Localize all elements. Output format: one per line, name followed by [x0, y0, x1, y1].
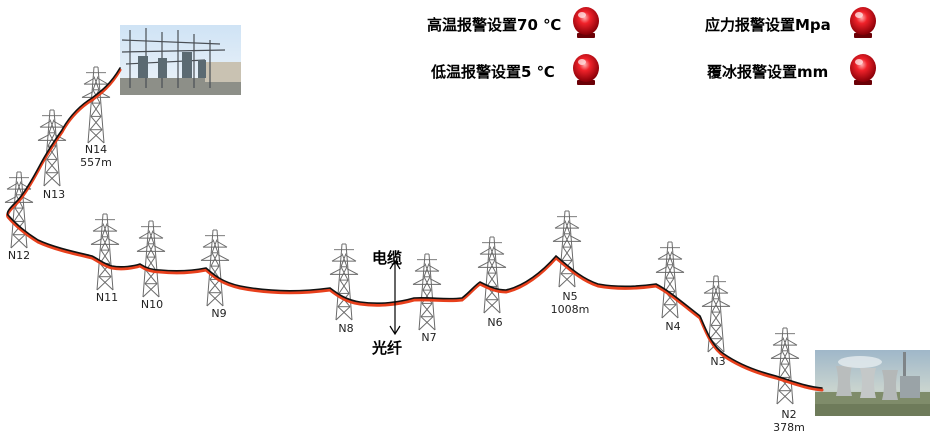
tower-name: N6: [487, 316, 503, 329]
tower-label: N6: [465, 316, 525, 329]
tower-name: N14: [84, 143, 108, 156]
tower-icon: [412, 253, 442, 331]
tower-label: N4: [643, 320, 703, 333]
high-temp-alarm-label: 高温报警设置70 ℃: [427, 16, 562, 34]
tower-icon: [477, 236, 507, 314]
tower-name: N13: [42, 188, 66, 201]
tower-label: N10: [122, 298, 182, 311]
tower-distance: 1008m: [550, 303, 590, 316]
tower-distance: 378m: [773, 421, 805, 434]
tower-icon: [90, 213, 120, 291]
tower-icon: [136, 220, 166, 298]
tower-label: N11: [77, 291, 137, 304]
tower-icon: [655, 241, 685, 319]
tower-name: N10: [140, 298, 164, 311]
tower-label: N13: [24, 188, 84, 201]
tower-name: N8: [338, 322, 354, 335]
tower-name: N3: [710, 355, 726, 368]
substation-photo: [120, 25, 241, 95]
tower-label: N9: [189, 307, 249, 320]
tower-label: N7: [399, 331, 459, 344]
tower-icon: [701, 275, 731, 353]
alarm-lamp-icon[interactable]: [845, 51, 881, 87]
tower-name: N7: [421, 331, 437, 344]
tower-name: N5: [562, 290, 578, 303]
tower-label: N12: [0, 249, 49, 262]
stress-alarm-label: 应力报警设置Mpa: [705, 16, 831, 34]
tower-name: N9: [211, 307, 227, 320]
alarm-lamp-icon[interactable]: [568, 51, 604, 87]
tower-name: N4: [665, 320, 681, 333]
alarm-lamp-icon[interactable]: [845, 4, 881, 40]
tower-icon: [770, 327, 800, 405]
tower-label: N3: [688, 355, 748, 368]
cable-fiber-arrow: [389, 259, 401, 336]
power-plant-photo: [815, 350, 930, 416]
icing-alarm-label: 覆冰报警设置mm: [707, 63, 829, 81]
cable-line: [6, 67, 823, 389]
tower-name: N12: [7, 249, 31, 262]
tower-label: N8: [316, 322, 376, 335]
low-temp-alarm-label: 低温报警设置5 ℃: [431, 63, 555, 81]
tower-name: N11: [95, 291, 119, 304]
tower-name: N2: [781, 408, 797, 421]
tower-distance: 557m: [80, 156, 112, 169]
cable-legend-label: 电缆: [372, 249, 403, 267]
alarm-lamp-icon[interactable]: [568, 4, 604, 40]
tower-icon: [329, 243, 359, 321]
fiber-line: [6, 68, 824, 392]
fiber-legend-label: 光纤: [372, 339, 403, 357]
